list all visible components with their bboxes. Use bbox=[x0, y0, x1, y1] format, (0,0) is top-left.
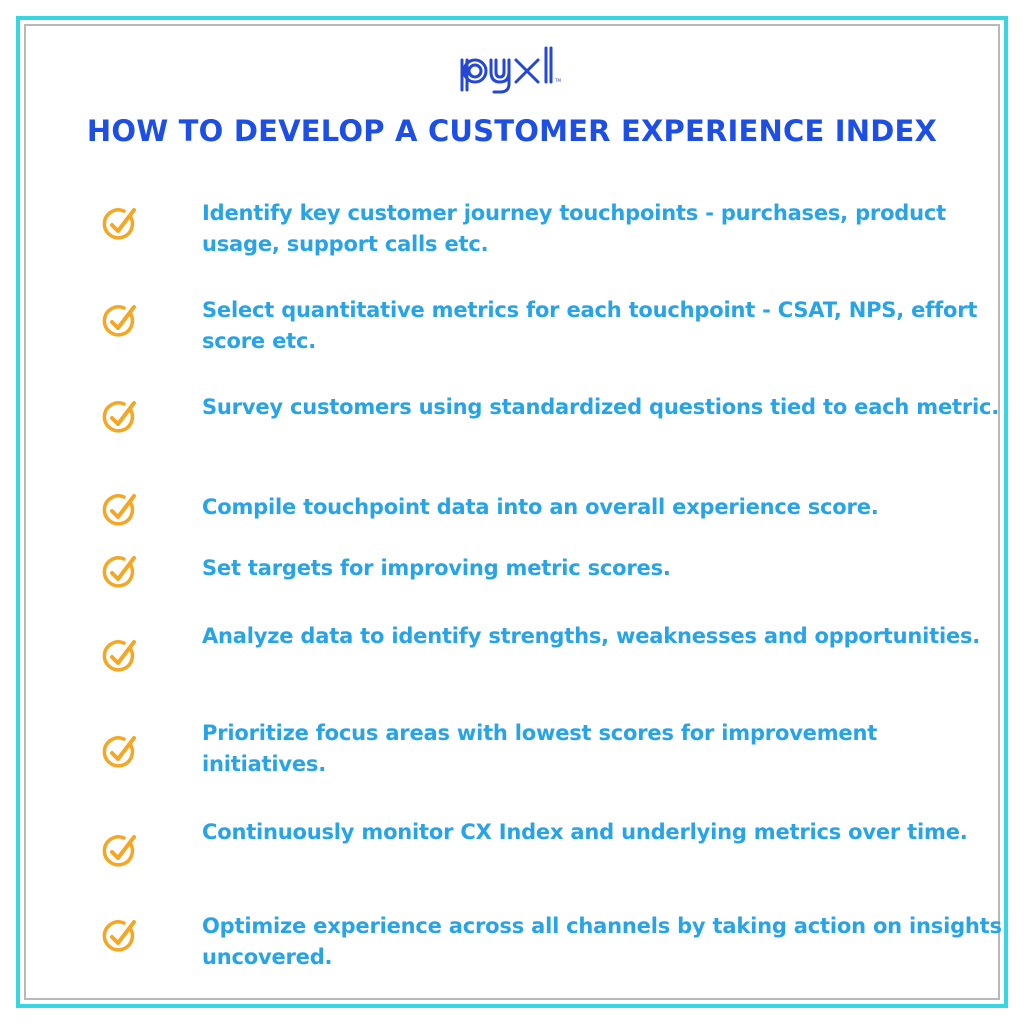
page-title: HOW TO DEVELOP A CUSTOMER EXPERIENCE IND… bbox=[86, 114, 938, 148]
step-text: Select quantitative metrics for each tou… bbox=[202, 298, 978, 353]
step-text: Compile touchpoint data into an overall … bbox=[202, 495, 879, 519]
checkmark-circle-icon bbox=[100, 632, 140, 676]
step-text: Survey customers using standardized ques… bbox=[202, 395, 1000, 419]
checkmark-circle-icon bbox=[100, 548, 140, 592]
pyxl-logo: TM bbox=[0, 44, 1024, 98]
checkmark-circle-icon bbox=[100, 393, 140, 437]
checkmark-circle-icon bbox=[100, 486, 140, 530]
checkmark-circle-icon bbox=[100, 827, 140, 871]
step-text: Analyze data to identify strengths, weak… bbox=[202, 624, 981, 648]
step-text: Set targets for improving metric scores. bbox=[202, 556, 671, 580]
checkmark-circle-icon bbox=[100, 200, 140, 244]
svg-text:TM: TM bbox=[554, 78, 561, 83]
step-text: Prioritize focus areas with lowest score… bbox=[202, 721, 878, 776]
outer-border bbox=[16, 16, 1008, 1008]
checkmark-circle-icon bbox=[100, 728, 140, 772]
checkmark-circle-icon bbox=[100, 912, 140, 956]
checkmark-circle-icon bbox=[100, 297, 140, 341]
step-text: Optimize experience across all channels … bbox=[202, 914, 1002, 969]
inner-border bbox=[24, 24, 1000, 1000]
step-text: Continuously monitor CX Index and underl… bbox=[202, 820, 968, 844]
step-text: Identify key customer journey touchpoint… bbox=[202, 201, 946, 256]
